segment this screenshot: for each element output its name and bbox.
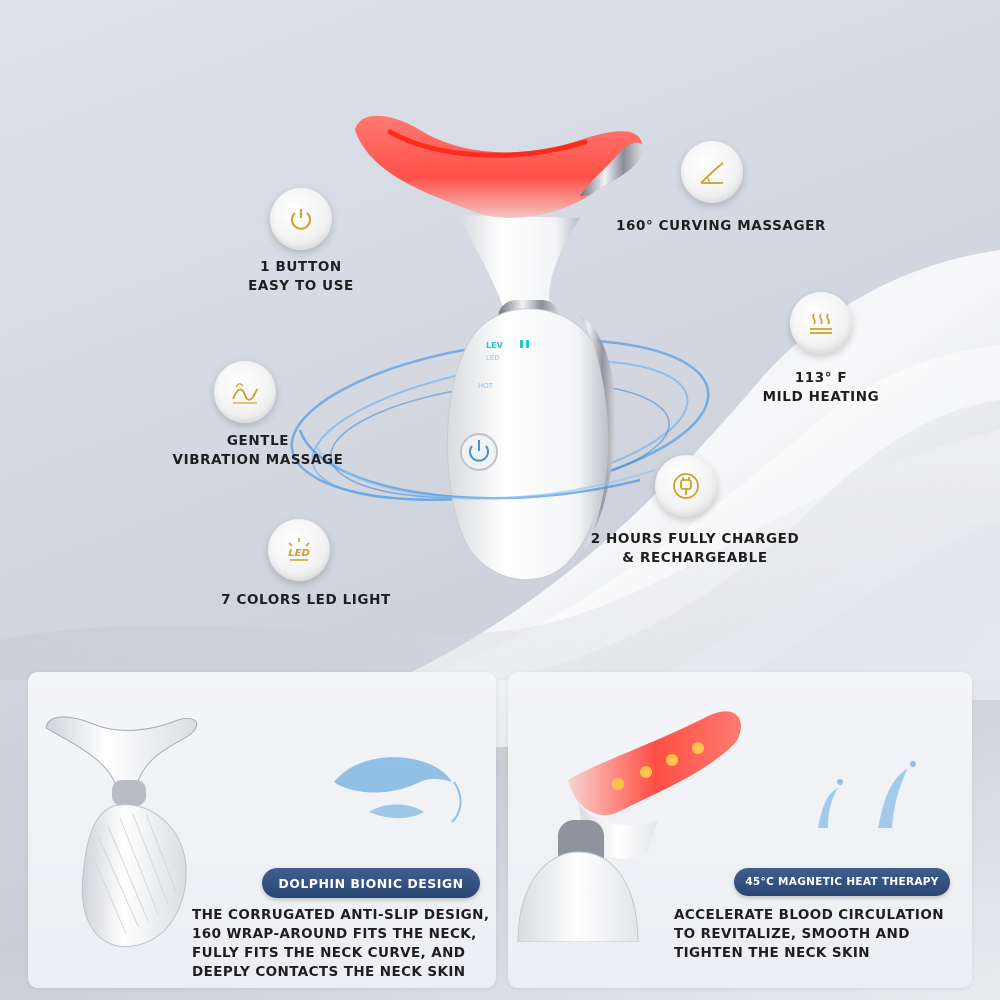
splash-illustration — [818, 761, 916, 828]
feature-curve-icon-badge — [681, 141, 743, 203]
led-icon: LED — [288, 538, 310, 561]
power-icon — [291, 209, 311, 230]
svg-text:LED: LED — [288, 548, 310, 559]
device-display-hot: HOT — [478, 382, 494, 390]
feature-vibration-text: GENTLE VIBRATION MASSAGE — [172, 433, 344, 468]
charging-plug-icon — [673, 473, 699, 499]
heat-waves-icon — [810, 313, 832, 334]
feature-heat-text: 113° F MILD HEATING — [762, 370, 880, 405]
feature-button-text: 1 BUTTON EASY TO USE — [248, 259, 354, 294]
panel-heat-therapy: 45°C MAGNETIC HEAT THERAPY ACCELERATE BL… — [508, 672, 972, 988]
vibration-wave-icon — [232, 383, 258, 404]
heat-therapy-description: ACCELERATE BLOOD CIRCULATION TO REVITALI… — [674, 907, 944, 961]
feature-led-icon-badge: LED — [268, 519, 330, 581]
panel-dolphin-design: DOLPHIN BIONIC DESIGN THE CORRUGATED ANT… — [28, 672, 496, 988]
dolphin-design-badge: DOLPHIN BIONIC DESIGN — [262, 868, 480, 898]
feature-charge-text: 2 HOURS FULLY CHARGED & RECHARGEABLE — [590, 531, 800, 566]
device-display-lev: LEV — [486, 341, 504, 350]
dolphin-illustration — [334, 757, 462, 823]
feature-led-text: 7 COLORS LED LIGHT — [221, 592, 391, 608]
feature-charge-icon-badge — [655, 455, 717, 517]
neck-massager-device: LEV LED HOT — [290, 115, 710, 581]
curve-angle-icon — [700, 162, 724, 184]
device-power-button — [460, 433, 498, 471]
device-side-view-image — [45, 716, 198, 948]
feature-curve-text: 160° CURVING MASSAGER — [616, 218, 826, 234]
heat-therapy-badge: 45°C MAGNETIC HEAT THERAPY — [734, 868, 950, 896]
feature-heat-icon-badge — [790, 292, 852, 354]
dolphin-design-description: THE CORRUGATED ANTI-SLIP DESIGN, 160 WRA… — [192, 907, 490, 980]
feature-button-icon-badge — [270, 188, 332, 250]
device-red-light-image — [517, 711, 741, 942]
feature-vibration-icon-badge — [214, 361, 276, 423]
device-display-led: LED — [486, 354, 500, 362]
